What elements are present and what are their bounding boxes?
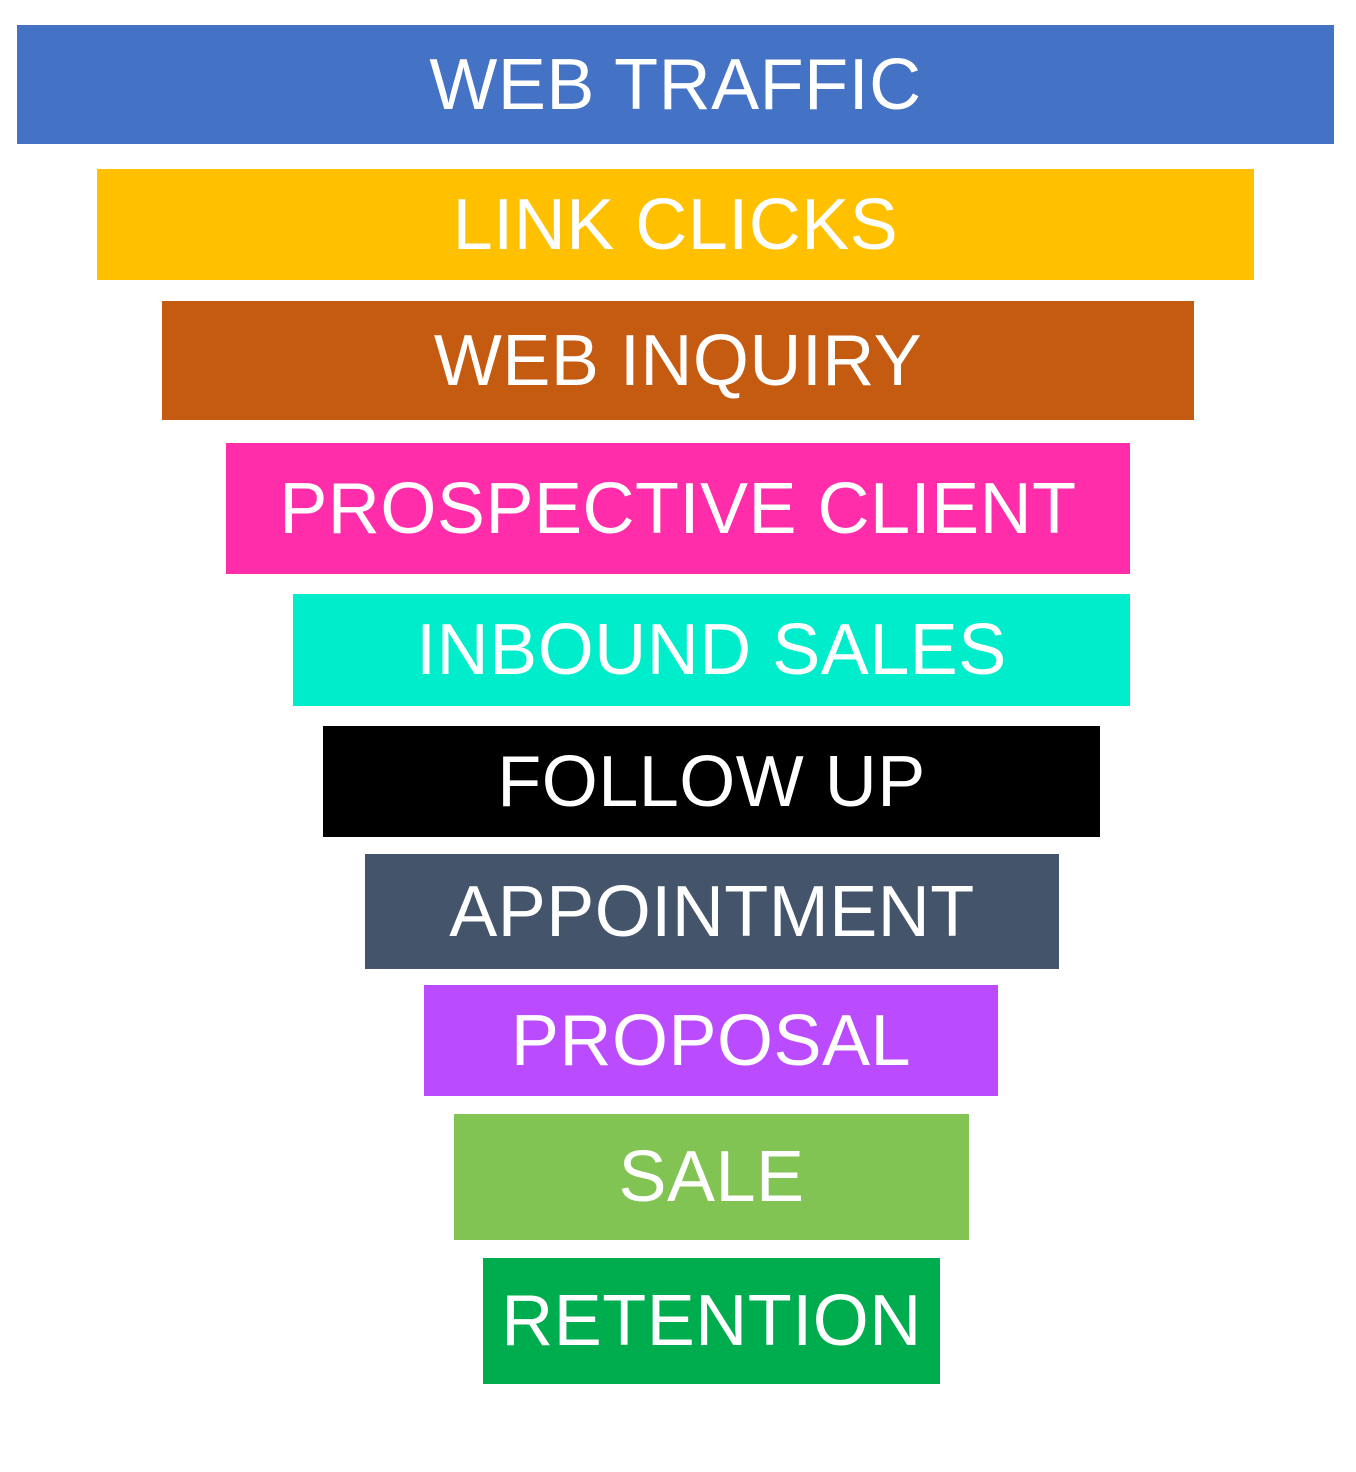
funnel-stage: FOLLOW UP (323, 726, 1100, 837)
funnel-stage-label: SALE (618, 1137, 805, 1217)
funnel-stage-label: WEB TRAFFIC (429, 44, 922, 125)
funnel-stage: PROPOSAL (424, 985, 998, 1096)
funnel-stage: PROSPECTIVE CLIENT (226, 443, 1130, 574)
funnel-stage: LINK CLICKS (97, 169, 1254, 280)
funnel-stage-label: INBOUND SALES (416, 610, 1007, 690)
funnel-stage-label: FOLLOW UP (497, 741, 926, 822)
funnel-stage: APPOINTMENT (365, 854, 1059, 969)
funnel-stage-label: PROSPECTIVE CLIENT (279, 468, 1077, 549)
funnel-stage: WEB TRAFFIC (17, 25, 1334, 144)
funnel-stage-label: LINK CLICKS (452, 184, 899, 265)
funnel-stage-label: APPOINTMENT (449, 871, 975, 952)
funnel-stage-label: PROPOSAL (510, 1000, 912, 1081)
funnel-stage-label: RETENTION (501, 1281, 922, 1361)
funnel-stage: SALE (454, 1114, 969, 1240)
funnel-stage: RETENTION (483, 1258, 940, 1384)
funnel-stage-label: WEB INQUIRY (433, 320, 923, 401)
funnel-stage: WEB INQUIRY (162, 301, 1194, 420)
funnel-stage: INBOUND SALES (293, 594, 1130, 706)
